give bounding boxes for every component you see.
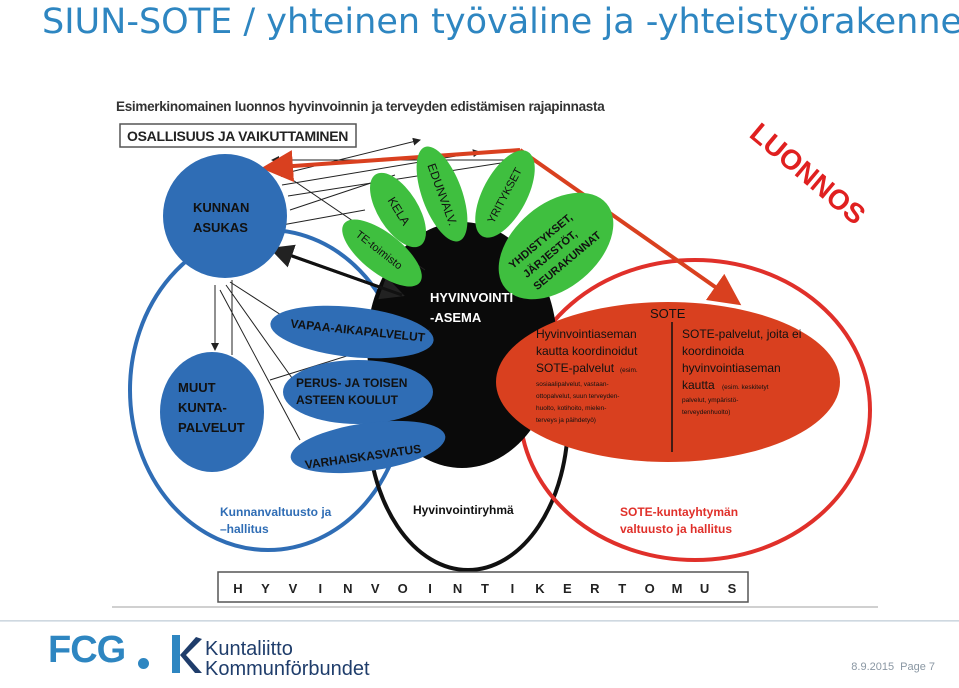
- report-letter: U: [700, 581, 709, 596]
- other-services-label-1: MUUT: [178, 380, 216, 395]
- schools-label-2: ASTEEN KOULUT: [296, 393, 399, 407]
- sote-right-heading-3: hyvinvointiaseman: [682, 361, 781, 375]
- kela-leaf: [370, 172, 426, 248]
- sote-federation-caption-1: SOTE-kuntayhtymän: [620, 505, 738, 519]
- sote-right-heading-1: SOTE-palvelut, joita ei: [682, 327, 801, 341]
- sote-right-heading-4: kautta: [682, 378, 715, 392]
- page-info: 8.9.2015 Page 7: [845, 661, 935, 673]
- fcg-logo: FCG: [48, 629, 126, 671]
- resident-circle: [163, 154, 287, 278]
- report-letter: S: [728, 581, 737, 596]
- report-letter: T: [481, 581, 489, 596]
- sote-left-example-4: huolto, kotihoito, mielen-: [536, 405, 606, 412]
- report-letter: M: [672, 581, 683, 596]
- fcg-logo-dot: [138, 658, 149, 669]
- report-letter: E: [563, 581, 572, 596]
- diagram-caption: Esimerkinomainen luonnos hyvinvoinnin ja…: [116, 99, 605, 114]
- sote-left-subheading: SOTE-palvelut: [536, 361, 615, 375]
- sote-right-example-3: terveydenhuolto): [682, 409, 730, 416]
- slide-date: 8.9.2015: [851, 661, 895, 673]
- kommunforbundet-name: Kommunförbundet: [205, 658, 370, 680]
- sote-left-example-3: ottopalvelut, suun terveyden-: [536, 393, 619, 400]
- kuntaliitto-logo-icon: [172, 635, 202, 673]
- report-letter: V: [371, 581, 380, 596]
- report-letter: H: [233, 581, 242, 596]
- report-letter: K: [535, 581, 545, 596]
- report-letter: I: [318, 581, 322, 596]
- sote-left-example-5: terveys ja päihdetyö): [536, 417, 596, 424]
- wellbeing-group-caption: Hyvinvointiryhmä: [413, 503, 514, 517]
- other-services-circle: [160, 352, 264, 472]
- sote-ellipse: [496, 302, 840, 462]
- kuntaliitto-name: Kuntaliitto: [205, 638, 293, 660]
- footer: FCG Kuntaliitto Kommunförbundet 8.9.2015…: [0, 620, 959, 688]
- schools-ellipse: [283, 360, 433, 424]
- participation-label: OSALLISUUS JA VAIKUTTAMINEN: [127, 128, 348, 144]
- municipality-caption-2: –hallitus: [220, 522, 269, 536]
- resident-label-2: ASUKAS: [193, 220, 248, 235]
- report-letter: T: [618, 581, 626, 596]
- report-letter: O: [398, 581, 408, 596]
- early-education-ellipse: [290, 420, 446, 474]
- eduskunta-leaf: [416, 146, 468, 242]
- sote-left-heading-2: kautta koordinoidut: [536, 344, 638, 358]
- resident-label-1: KUNNAN: [193, 200, 249, 215]
- sote-left-heading-1: Hyvinvointiaseman: [536, 327, 637, 341]
- hub-label-1: HYVINVOINTI: [430, 290, 513, 305]
- slide-title: SIUN-SOTE / yhteinen työväline ja -yhtei…: [42, 2, 959, 42]
- report-letter: I: [511, 581, 515, 596]
- wellbeing-diagram: Esimerkinomainen luonnos hyvinvoinnin ja…: [112, 99, 878, 608]
- page-number: Page 7: [900, 661, 935, 673]
- other-services-label-3: PALVELUT: [178, 420, 245, 435]
- report-letter: N: [343, 581, 352, 596]
- leisure-ellipse: [270, 305, 434, 359]
- report-letter: O: [645, 581, 655, 596]
- te-leaf: [342, 219, 422, 287]
- sote-left-example-1: (esim.: [620, 367, 638, 374]
- report-letter: V: [289, 581, 298, 596]
- report-letter: R: [590, 581, 600, 596]
- other-services-label-2: KUNTA-: [178, 400, 227, 415]
- report-letter: N: [453, 581, 462, 596]
- sote-right-heading-2: koordinoida: [682, 344, 744, 358]
- sote-label: SOTE: [650, 306, 686, 321]
- municipality-caption-1: Kunnanvaltuusto ja: [220, 505, 332, 519]
- schools-label-1: PERUS- JA TOISEN: [296, 376, 407, 390]
- sote-right-example-2: palvelut, ympäristö-: [682, 397, 738, 404]
- draft-stamp: LUONNOS: [744, 117, 871, 231]
- participation-box: [119, 123, 357, 148]
- hub-label-2: -ASEMA: [430, 310, 482, 325]
- sote-left-example-2: sosiaalipalvelut, vastaan-: [536, 381, 609, 388]
- companies-leaf: [475, 150, 535, 238]
- sote-federation-caption-2: valtuusto ja hallitus: [620, 522, 732, 536]
- report-bar: [217, 571, 749, 603]
- report-letter: I: [428, 581, 432, 596]
- sote-right-example-1: (esim. keskitetyt: [722, 384, 769, 391]
- footer-divider: [0, 621, 959, 622]
- associations-leaf: [498, 192, 614, 300]
- report-letter: Y: [261, 581, 270, 596]
